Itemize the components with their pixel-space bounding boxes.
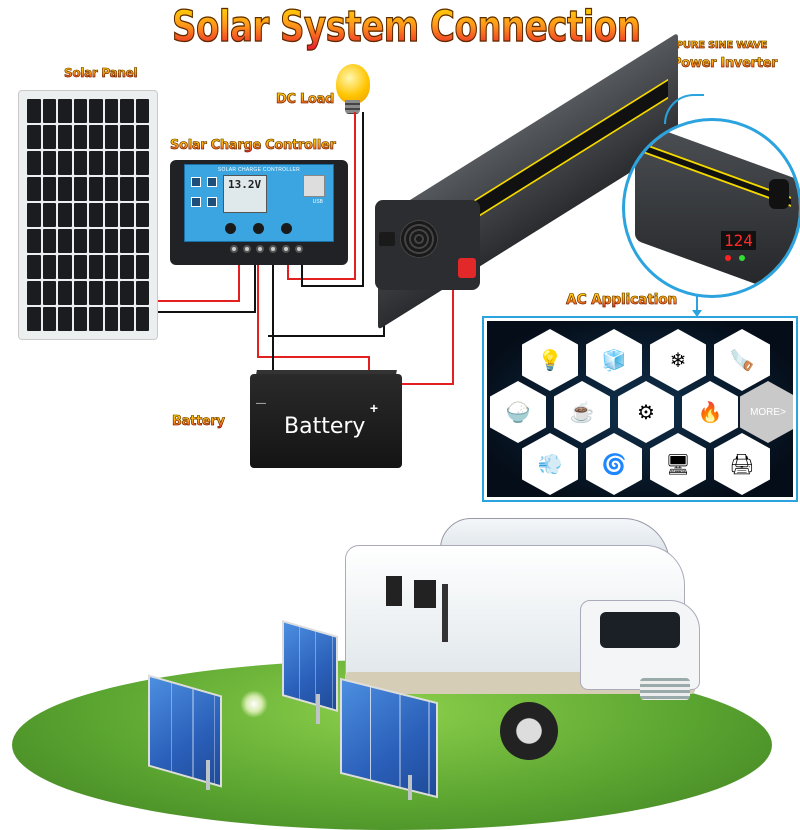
- wire-inverter-negative-h: [268, 335, 384, 337]
- appliance-hair-dryer: 💨: [522, 433, 578, 495]
- more-button[interactable]: MORE>: [740, 381, 793, 443]
- fan-icon: [400, 220, 438, 258]
- page-title: Solar System Connection: [171, 1, 641, 52]
- appliance-printer: 🖨: [714, 433, 770, 495]
- battery-text: Battery: [284, 414, 366, 439]
- wire-load-positive: [287, 262, 289, 280]
- battery-negative-terminal: —: [256, 398, 266, 409]
- wire-load-positive-v: [354, 112, 356, 280]
- appliance-induction-cooker: 🔥: [682, 381, 738, 443]
- appliance-light-bulbs: 💡: [522, 329, 578, 391]
- appliance-chainsaw: 🪚: [714, 329, 770, 391]
- lock-icon: [207, 197, 217, 207]
- terminal-3: [256, 245, 264, 253]
- inverter-positive-terminal: [458, 258, 476, 278]
- charge-controller-label: Solar Charge Controller: [170, 138, 337, 154]
- battery: — + Battery: [250, 374, 402, 468]
- green-led-icon: [739, 255, 745, 261]
- appliance-rice-cooker: 🍚: [490, 381, 546, 443]
- wire-panel-negative: [158, 311, 255, 313]
- ac-application-grid: 💡 🧊 ❄ 🪚 🍚 ☕ ⚙ 🔥 MORE> 💨 🌀 🖥 🖨: [487, 321, 793, 497]
- wire-panel-positive-riser: [238, 262, 240, 302]
- wire-inverter-positive: [452, 272, 454, 384]
- panel-pole-1: [316, 694, 320, 724]
- solar-panel-label: Solar Panel: [64, 66, 138, 81]
- clock-icon: [191, 197, 201, 207]
- terminal-4: [269, 245, 277, 253]
- gear-icon: [207, 177, 217, 187]
- appliance-air-conditioner: ❄: [650, 329, 706, 391]
- charge-controller: SOLAR CHARGE CONTROLLER 13.2V USB: [170, 160, 348, 265]
- dc-load-label: DC Load: [276, 92, 335, 108]
- inverter-detail-body: [635, 121, 799, 295]
- appliance-electric-kettle: ☕: [554, 381, 610, 443]
- down-arrow-head-icon: [692, 310, 702, 317]
- appliance-computer: 🖥: [650, 433, 706, 495]
- sun-flare-icon: [240, 690, 268, 718]
- wire-panel-positive: [158, 300, 240, 302]
- ac-application-panel: 💡 🧊 ❄ 🪚 🍚 ☕ ⚙ 🔥 MORE> 💨 🌀 🖥 🖨: [482, 316, 798, 502]
- wire-battery-positive-h: [257, 356, 369, 358]
- wire-panel-negative-riser: [254, 262, 256, 313]
- wire-load-negative: [301, 262, 303, 287]
- usb-port-icon: [303, 175, 325, 197]
- ground-solar-panel-1: [282, 619, 338, 713]
- inverter-detail-circle: 124: [622, 118, 800, 298]
- wire-load-negative-v: [362, 112, 364, 287]
- rv-window-1: [386, 576, 402, 606]
- ac-plug-icon: [769, 179, 789, 209]
- controller-face: SOLAR CHARGE CONTROLLER 13.2V USB: [184, 164, 334, 242]
- solar-panel: [18, 90, 158, 340]
- battery-positive-terminal: +: [369, 400, 378, 416]
- rv-door: [442, 584, 448, 642]
- appliance-electric-fan: 🌀: [586, 433, 642, 495]
- controller-button-down[interactable]: [281, 223, 292, 234]
- terminal-2: [243, 245, 251, 253]
- panel-pole-2: [206, 760, 210, 790]
- down-arrow-icon: [696, 296, 698, 314]
- wire-load-positive-h: [287, 278, 355, 280]
- inverter-digital-display: 124: [721, 231, 756, 250]
- wire-battery-negative-ctrl: [272, 262, 274, 380]
- terminal-1: [230, 245, 238, 253]
- controller-button-menu[interactable]: [225, 223, 236, 234]
- panel-pole-3: [408, 775, 412, 800]
- appliance-water-pump: ⚙: [618, 381, 674, 443]
- inverter-label-line1: PURE SINE WAVE: [676, 40, 768, 52]
- rv-window-2: [414, 580, 436, 608]
- battery-label: Battery: [172, 414, 226, 430]
- menu-icon: [191, 177, 201, 187]
- appliance-refrigerator: 🧊: [586, 329, 642, 391]
- wire-battery-positive-ctrl: [257, 262, 259, 357]
- terminal-5: [282, 245, 290, 253]
- controller-header: SOLAR CHARGE CONTROLLER: [217, 167, 301, 173]
- red-led-icon: [725, 255, 731, 261]
- rv-windshield: [600, 612, 680, 648]
- bulb-base: [345, 100, 360, 114]
- wire-inverter-positive-h: [368, 383, 454, 385]
- wire-load-negative-h: [301, 285, 363, 287]
- inverter-negative-terminal: [379, 232, 395, 246]
- rv-grille: [640, 678, 690, 700]
- lcd-value: 13.2V: [228, 178, 262, 191]
- lcd-display: 13.2V: [223, 175, 267, 213]
- light-bulb-icon: [336, 64, 370, 104]
- controller-button-up[interactable]: [253, 223, 264, 234]
- terminal-6: [295, 245, 303, 253]
- inverter-label-line2: Power Inverter: [672, 56, 778, 72]
- usb-label: USB: [312, 199, 323, 205]
- ac-application-label: AC Application: [566, 292, 678, 309]
- rv-wheel: [500, 702, 558, 760]
- solar-cell-grid: [27, 99, 149, 331]
